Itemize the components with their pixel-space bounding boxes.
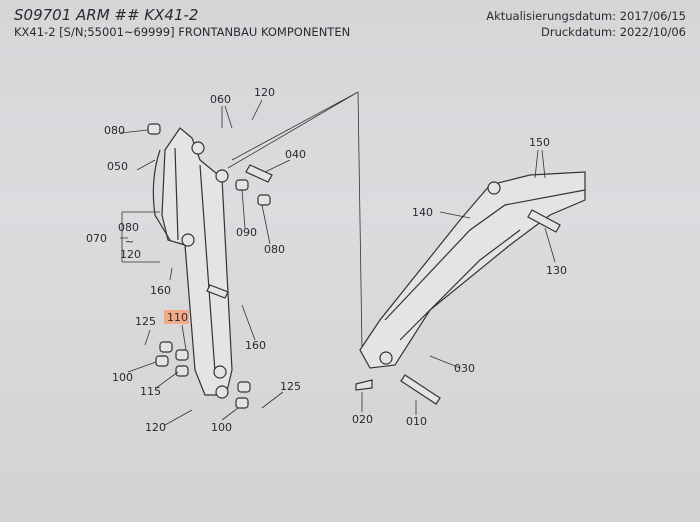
part-label[interactable]: 130	[546, 264, 567, 277]
part-label[interactable]: 070	[86, 232, 107, 245]
part-label[interactable]: 125	[280, 380, 301, 393]
part-label[interactable]: 100	[112, 371, 133, 384]
boom-drawing	[355, 149, 586, 415]
part-label[interactable]: 020	[352, 413, 373, 426]
part-label[interactable]: 120	[120, 248, 141, 261]
part-label[interactable]: 160	[150, 284, 171, 297]
part-label[interactable]: 140	[412, 206, 433, 219]
part-label[interactable]: 030	[454, 362, 475, 375]
part-label[interactable]: 080	[104, 124, 125, 137]
part-label[interactable]: 160	[245, 339, 266, 352]
part-label[interactable]: 100	[211, 421, 232, 434]
page-subtitle: KX41-2 [S/N;55001~69999] FRONTANBAU KOMP…	[14, 25, 351, 39]
highlight-marker	[164, 310, 189, 324]
part-label[interactable]: 080	[118, 221, 139, 234]
part-label: ~	[125, 235, 134, 248]
part-label[interactable]: 115	[140, 385, 161, 398]
part-label[interactable]: 120	[254, 86, 275, 99]
page-title: S09701 ARM ## KX41-2	[14, 6, 199, 24]
part-label[interactable]: 090	[236, 226, 257, 239]
part-label[interactable]: 080	[264, 243, 285, 256]
part-label[interactable]: 120	[145, 421, 166, 434]
part-label[interactable]: 050	[107, 160, 128, 173]
print-date: Druckdatum: 2022/10/06	[540, 25, 686, 39]
part-label-highlighted[interactable]: 110	[167, 311, 188, 324]
part-label[interactable]: 150	[529, 136, 550, 149]
arm-drawing	[119, 91, 363, 426]
part-label[interactable]: 060	[210, 93, 231, 106]
update-date: Aktualisierungsdatum: 2017/06/15	[486, 9, 686, 23]
part-label[interactable]: 125	[135, 315, 156, 328]
part-label[interactable]: 010	[406, 415, 427, 428]
part-label[interactable]: 040	[285, 148, 306, 161]
